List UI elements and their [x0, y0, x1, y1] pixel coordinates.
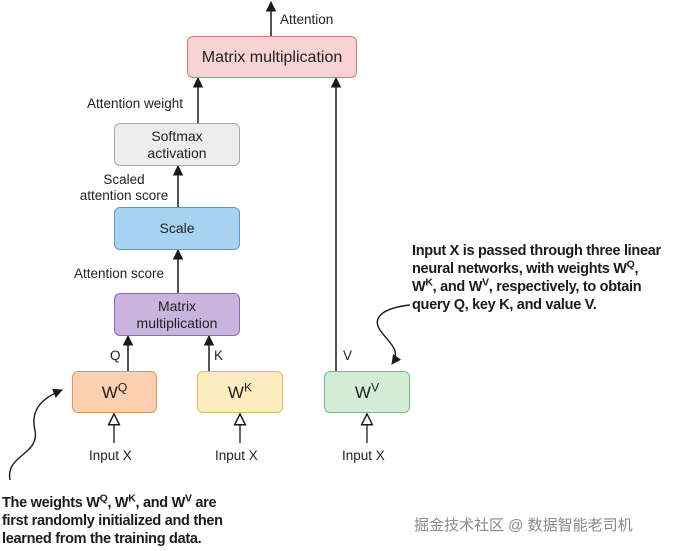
annotation-left: The weights WQ, WK, and WV are first ran… [2, 493, 223, 547]
matmul-mid-label-line2: multiplication [136, 314, 218, 331]
matrix-multiplication-top-box: Matrix multiplication [187, 36, 357, 78]
label-input-x-2: Input X [215, 448, 258, 463]
watermark: 掘金技术社区 @ 数据智能老司机 [414, 517, 633, 534]
label-input-x-3: Input X [342, 448, 385, 463]
label-k: K [214, 348, 224, 363]
label-input-x-1: Input X [89, 448, 132, 463]
wv-box: WV [324, 371, 410, 413]
annotation-right: Input X is passed through three linear n… [412, 243, 661, 313]
wv-label: WV [354, 379, 380, 402]
softmax-label-line2: activation [147, 144, 207, 161]
matrix-multiplication-top-label: Matrix multiplication [201, 48, 343, 66]
callout-arrow-left [8, 388, 63, 481]
softmax-activation-box: Softmax activation [114, 123, 240, 166]
label-v: V [343, 348, 353, 363]
scale-label: Scale [159, 220, 195, 236]
label-attention-score: Attention score [74, 266, 165, 281]
softmax-label-line1: Softmax [151, 127, 203, 144]
wq-label: WQ [101, 379, 128, 402]
wq-box: WQ [72, 371, 157, 413]
callout-arrow-right [376, 304, 411, 365]
matrix-multiplication-mid-box: Matrix multiplication [114, 293, 240, 336]
label-scaled-attention-score: Scaled attention score [79, 172, 169, 203]
wk-label: WK [227, 379, 253, 402]
label-attention-weight: Attention weight [87, 96, 184, 111]
wk-box: WK [197, 371, 283, 413]
matmul-mid-label-line1: Matrix [157, 297, 197, 314]
label-attention: Attention [280, 12, 334, 27]
label-q: Q [110, 348, 121, 363]
scale-box: Scale [114, 207, 240, 250]
